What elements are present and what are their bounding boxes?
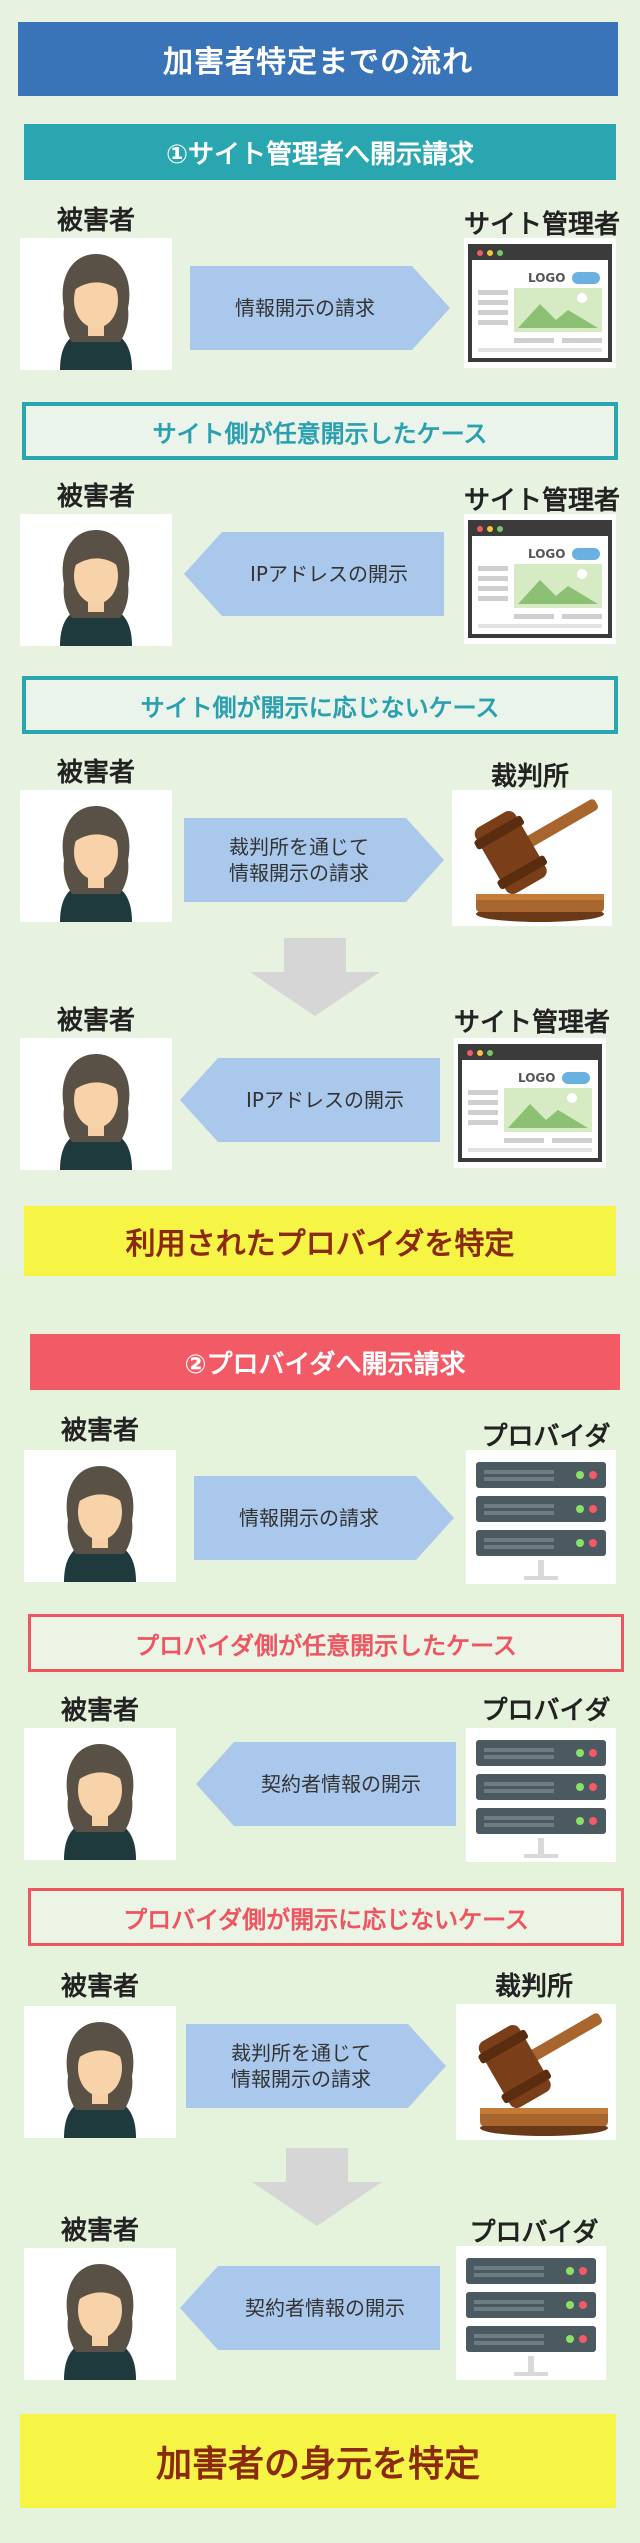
- woman-avatar-icon: [24, 2006, 176, 2138]
- victim-label: 被害者: [60, 2216, 139, 2246]
- arrow-label: IPアドレスの開示: [250, 562, 408, 586]
- website-mockup-icon: LOGO: [454, 1038, 606, 1168]
- disclosure-arrow: IPアドレスの開示: [180, 1058, 440, 1142]
- website-mockup-icon: LOGO: [464, 514, 616, 644]
- server-rack-icon: [466, 1450, 616, 1584]
- court-label: 裁判所: [490, 762, 569, 792]
- victim-label: 被害者: [56, 482, 135, 512]
- victim-label: 被害者: [60, 1696, 139, 1726]
- disclosure-arrow: 契約者情報の開示: [180, 2266, 440, 2350]
- arrow-label: 情報開示の請求: [239, 1506, 379, 1530]
- woman-avatar-icon: [24, 2248, 176, 2380]
- court-request-arrow: 裁判所を通じて情報開示の請求: [186, 2024, 446, 2108]
- arrow-label: IPアドレスの開示: [246, 1088, 404, 1112]
- provider-label: プロバイダ: [469, 2218, 599, 2248]
- svg-text:LOGO: LOGO: [528, 271, 565, 285]
- woman-avatar-icon: [20, 238, 172, 370]
- victim-label: 被害者: [60, 1416, 139, 1446]
- provider-label: プロバイダ: [481, 1696, 611, 1726]
- site-admin-label: サイト管理者: [463, 210, 620, 240]
- provider-label: プロバイダ: [481, 1422, 611, 1452]
- result-perpetrator-identified: 加害者の身元を特定: [20, 2414, 616, 2508]
- woman-avatar-icon: [20, 514, 172, 646]
- result-provider-identified: 利用されたプロバイダを特定: [24, 1206, 616, 1276]
- server-rack-icon: [456, 2246, 606, 2380]
- site-admin-label: サイト管理者: [463, 486, 620, 516]
- arrow-label-line1: 裁判所を通じて: [231, 2041, 371, 2065]
- victim-label: 被害者: [56, 758, 135, 788]
- victim-label: 被害者: [56, 206, 135, 236]
- site-admin-label: サイト管理者: [453, 1008, 610, 1038]
- woman-avatar-icon: [24, 1728, 176, 1860]
- down-arrow-icon: [252, 2148, 382, 2226]
- woman-avatar-icon: [20, 790, 172, 922]
- svg-text:LOGO: LOGO: [528, 547, 565, 561]
- arrow-label-line2: 情報開示の請求: [231, 2067, 371, 2091]
- woman-avatar-icon: [20, 1038, 172, 1170]
- step2-header: ②プロバイダへ開示請求: [30, 1334, 620, 1390]
- server-rack-icon: [466, 1728, 616, 1862]
- court-label: 裁判所: [494, 1972, 573, 2002]
- arrow-label: 契約者情報の開示: [261, 1772, 421, 1796]
- website-mockup-icon: LOGO: [464, 238, 616, 368]
- disclosure-arrow: IPアドレスの開示: [184, 532, 444, 616]
- case-refused-disclosure: プロバイダ側が開示に応じないケース: [28, 1888, 624, 1946]
- request-arrow: 情報開示の請求: [190, 266, 450, 350]
- case-voluntary-disclosure: サイト側が任意開示したケース: [22, 402, 618, 460]
- down-arrow-icon: [250, 938, 380, 1016]
- victim-label: 被害者: [56, 1006, 135, 1036]
- woman-avatar-icon: [24, 1450, 176, 1582]
- case-voluntary-disclosure: プロバイダ側が任意開示したケース: [28, 1614, 624, 1672]
- arrow-label-line2: 情報開示の請求: [229, 861, 369, 885]
- gavel-icon: [452, 790, 612, 926]
- arrow-label: 情報開示の請求: [235, 296, 375, 320]
- arrow-label: 裁判所を通じて情報開示の請求: [186, 2024, 446, 2108]
- step1-header: ①サイト管理者へ開示請求: [24, 124, 616, 180]
- disclosure-arrow: 契約者情報の開示: [196, 1742, 456, 1826]
- page-title: 加害者特定までの流れ: [18, 22, 618, 96]
- case-refused-disclosure: サイト側が開示に応じないケース: [22, 676, 618, 734]
- request-arrow: 情報開示の請求: [194, 1476, 454, 1560]
- court-request-arrow: 裁判所を通じて情報開示の請求: [184, 818, 444, 902]
- arrow-label: 契約者情報の開示: [245, 2296, 405, 2320]
- svg-text:LOGO: LOGO: [518, 1071, 555, 1085]
- arrow-label: 裁判所を通じて情報開示の請求: [184, 818, 444, 902]
- gavel-icon: [456, 2004, 616, 2140]
- arrow-label-line1: 裁判所を通じて: [229, 835, 369, 859]
- victim-label: 被害者: [60, 1972, 139, 2002]
